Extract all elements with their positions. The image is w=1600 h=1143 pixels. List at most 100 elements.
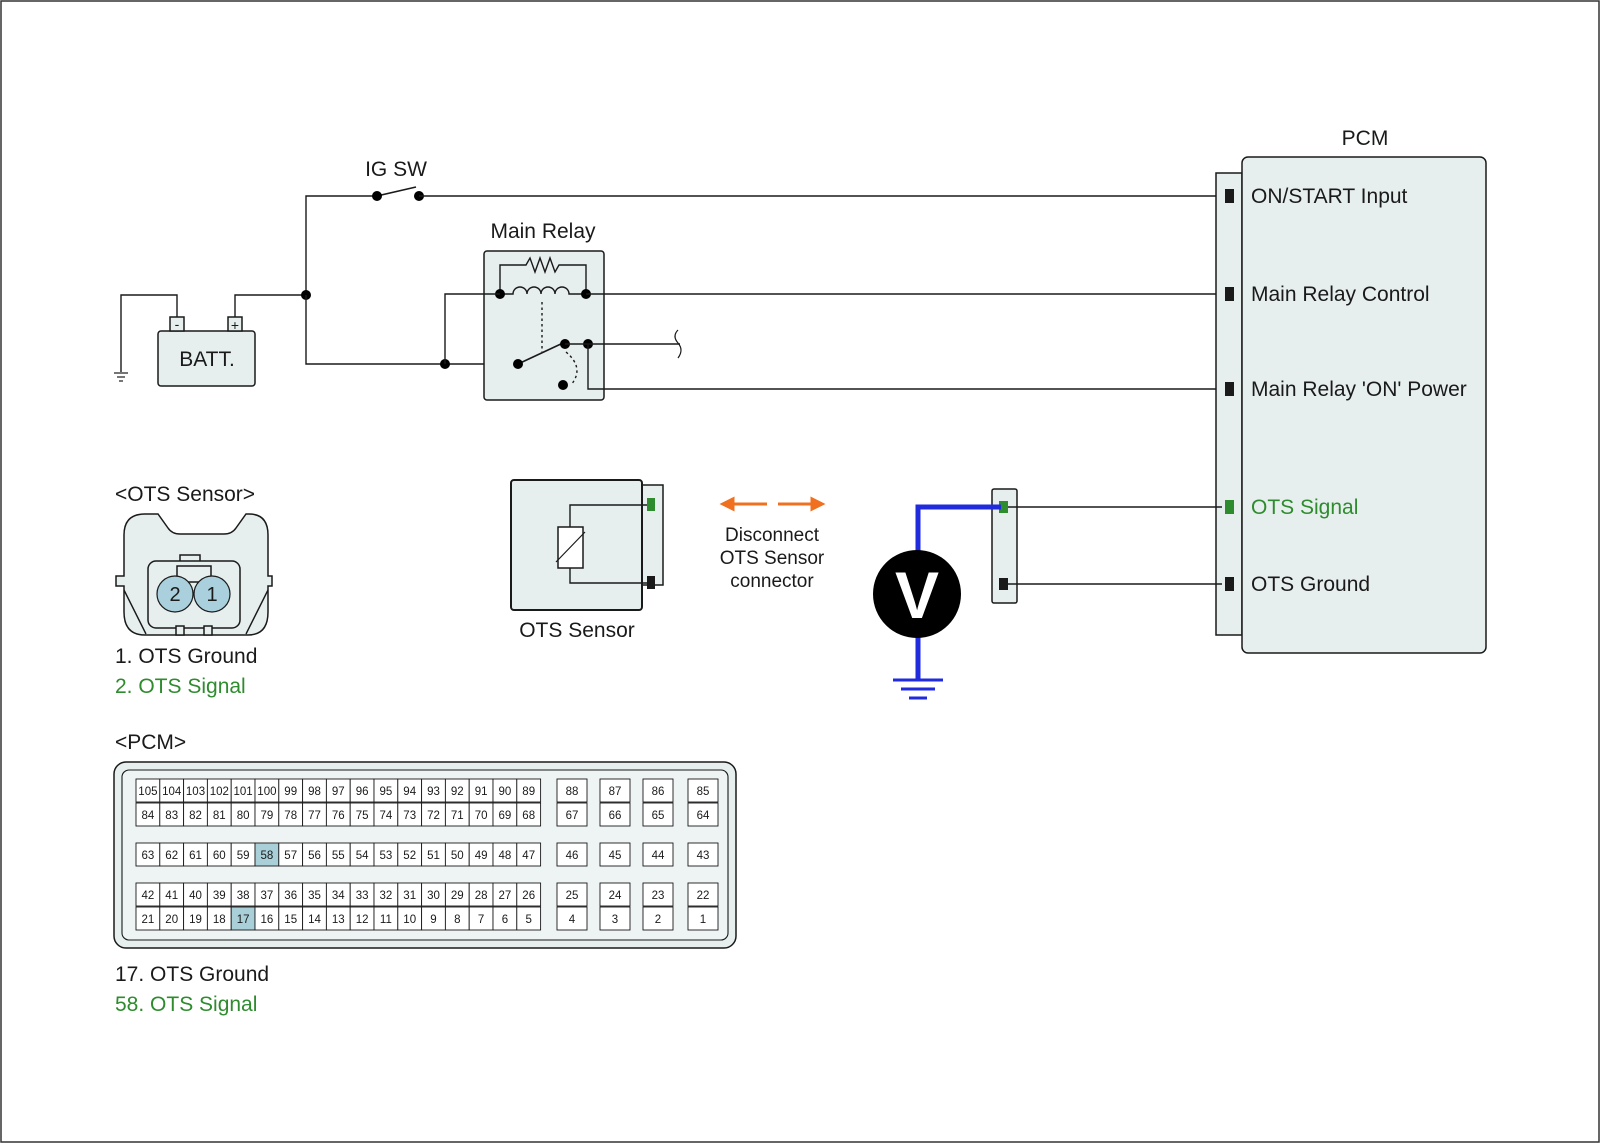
pcm-connector-pin-number: 84: [142, 810, 155, 822]
main-relay-on-power-wire: [587, 344, 1222, 390]
pcm-connector-pin-number: 1: [700, 914, 706, 926]
pcm-connector-pin-number: 98: [308, 786, 321, 798]
pcm-connector-pin-number: 26: [522, 890, 535, 902]
pcm-connector-pin-number: 37: [261, 890, 274, 902]
pcm-connector-pin-number: 57: [284, 850, 297, 862]
pcm-connector-pin-number: 36: [284, 890, 297, 902]
pcm-connector-cell: [687, 778, 719, 803]
harness-signal-pin: [999, 501, 1008, 513]
pcm-connector-pin-number: 5: [525, 914, 531, 926]
pcm-connector-pin-number: 60: [213, 850, 226, 862]
pcm-connector-pin-number: 55: [332, 850, 345, 862]
pcm-connector-pin-number: 39: [213, 890, 226, 902]
pcm-connector-cell: [687, 802, 719, 827]
ig-switch-node: [372, 191, 382, 201]
pcm-connector-pin-number: 58: [261, 850, 274, 862]
pcm-connector-pin-number: 93: [427, 786, 440, 798]
pcm-connector-pin-number: 23: [652, 890, 665, 902]
pcm-module: [1241, 156, 1487, 654]
pcm-terminal-pin: [1225, 577, 1234, 591]
harness-connector: [991, 488, 1018, 604]
pcm-connector-pin-number: 64: [697, 810, 710, 822]
pcm-connector-pin-number: 83: [165, 810, 178, 822]
ots-sensor-internal-wire: [569, 568, 647, 584]
ots-sensor-ground-pin: [647, 576, 655, 589]
pcm-connector-pin-number: 95: [380, 786, 393, 798]
pcm-terminal-label: Main Relay Control: [1251, 283, 1430, 306]
pcm-connector-pin-number: 90: [499, 786, 512, 798]
pcm-connector-pin-number: 12: [356, 914, 369, 926]
pcm-connector-pin-number: 10: [403, 914, 416, 926]
ots-connector-pin: [156, 575, 194, 613]
pcm-connector-pin-number: 94: [403, 786, 416, 798]
pcm-connector-title: <PCM>: [115, 731, 186, 754]
pcm-connector-pin-number: 81: [213, 810, 226, 822]
pcm-connector-pin-number: 70: [475, 810, 488, 822]
relay-node: [513, 359, 523, 369]
main-relay-label: Main Relay: [490, 220, 596, 243]
pcm-connector-pin-number: 17: [237, 914, 250, 926]
pcm-connector-cell: [516, 802, 542, 827]
pcm-connector-cell: [556, 802, 588, 827]
pcm-connector-pin-number: 73: [403, 810, 416, 822]
pcm-connector-pin-number: 100: [257, 786, 276, 798]
pcm-connector-cell: [556, 906, 588, 931]
pcm-connector-pin-number: 52: [403, 850, 416, 862]
pcm-connector-pin-number: 80: [237, 810, 250, 822]
pcm-connector-pin-number: 35: [308, 890, 321, 902]
pcm-connector-cell: [642, 882, 674, 907]
pcm-connector-pin-number: 86: [652, 786, 665, 798]
pcm-connector-pin-number: 63: [142, 850, 155, 862]
pcm-connector-cell: [642, 778, 674, 803]
pcm-connector-pin-number: 53: [380, 850, 393, 862]
pcm-connector-pin-number: 22: [697, 890, 710, 902]
pcm-connector-pin-number: 65: [652, 810, 665, 822]
pcm-connector-cell: [556, 842, 588, 867]
pcm-connector-pin-number: 6: [502, 914, 508, 926]
pcm-connector-pin-number: 3: [612, 914, 618, 926]
pcm-connector-pin-number: 20: [165, 914, 178, 926]
pcm-connector-cell: [599, 842, 631, 867]
pcm-connector-cell: [556, 778, 588, 803]
pcm-connector-cell: [687, 842, 719, 867]
pcm-connector-cell: [642, 842, 674, 867]
pcm-connector-pin-number: 56: [308, 850, 321, 862]
voltmeter-symbol: V: [895, 558, 939, 632]
pcm-connector-pin-number: 97: [332, 786, 345, 798]
wire-break-icon: [674, 329, 682, 359]
pcm-connector-cell: [516, 906, 542, 931]
chassis-ground-icon: [114, 372, 128, 382]
pcm-terminal-pin: [1225, 500, 1234, 514]
pcm-connector-pin-number: 16: [261, 914, 274, 926]
pcm-connector-pin-number: 105: [138, 786, 157, 798]
pcm-connector-cell: [599, 778, 631, 803]
pcm-connector-pin-number: 33: [356, 890, 369, 902]
pcm-connector-pin-number: 51: [427, 850, 440, 862]
pcm-connector-cell: [687, 906, 719, 931]
pcm-connector-pin-number: 72: [427, 810, 440, 822]
battery-label: BATT.: [179, 348, 235, 371]
pcm-connector-pin-number: 25: [566, 890, 579, 902]
pcm-connector-pin-number: 69: [499, 810, 512, 822]
pcm-connector-pin-number: 96: [356, 786, 369, 798]
ig-switch-feed-wire: [305, 195, 377, 295]
pcm-connector-pin-number: 30: [427, 890, 440, 902]
pcm-terminal-label: OTS Signal: [1251, 496, 1358, 519]
pcm-terminal-pin: [1225, 382, 1234, 396]
pcm-connector-pin-number: 40: [189, 890, 202, 902]
battery-plus-sign: +: [231, 317, 239, 333]
pcm-terminal-label: OTS Ground: [1251, 573, 1370, 596]
pcm-connector-cell: [642, 802, 674, 827]
pcm-connector-pin-number: 8: [454, 914, 460, 926]
pcm-connector-cell: [516, 842, 542, 867]
relay-coil-feed-wire: [444, 293, 500, 364]
relay-switch-travel: [565, 351, 578, 386]
pcm-connector-pin-number: 87: [609, 786, 622, 798]
pcm-connector-pin-number: 49: [475, 850, 488, 862]
pcm-connector-pin-number: 28: [475, 890, 488, 902]
pcm-connector-pin-number: 34: [332, 890, 345, 902]
pcm-connector-pin-number: 45: [609, 850, 622, 862]
